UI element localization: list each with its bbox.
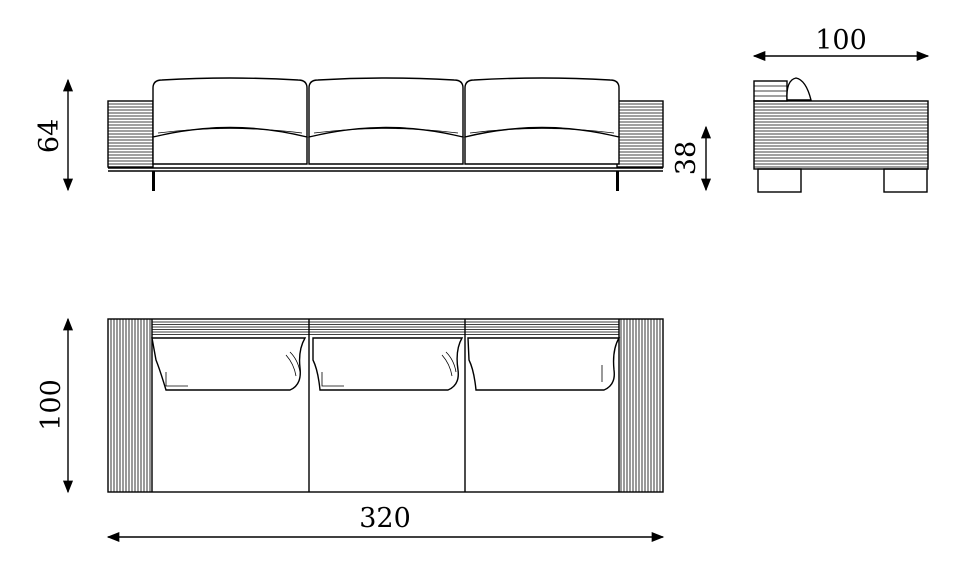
dimension-plan-depth: 100: [36, 317, 74, 494]
plan-pillows: [151, 337, 621, 391]
plan-right-arm: [620, 319, 661, 492]
plan-left-arm: [110, 319, 151, 492]
overall-width-label: 320: [359, 503, 411, 534]
front-back-cushions: [152, 77, 620, 138]
front-leg-left: [152, 171, 155, 191]
front-left-arm: [107, 100, 154, 168]
plan-depth-label: 100: [36, 379, 67, 431]
front-elevation: [107, 77, 664, 191]
side-depth-label: 100: [815, 25, 867, 56]
side-elevation: [753, 77, 929, 193]
side-foot-right: [883, 168, 928, 193]
dimension-overall-width: 320: [106, 503, 665, 543]
dimension-seat-height: 38: [671, 125, 712, 192]
plan-view: [107, 318, 664, 493]
side-pillow: [786, 77, 812, 101]
front-leg-right: [616, 171, 619, 191]
plan-back-strip: [152, 321, 619, 335]
dimension-side-depth: 100: [752, 25, 930, 62]
front-seat-cushions: [152, 126, 620, 165]
front-right-arm: [616, 100, 664, 168]
seat-height-label: 38: [671, 141, 702, 175]
dimension-front-height: 64: [34, 78, 74, 192]
side-foot-left: [757, 168, 802, 193]
front-height-label: 64: [34, 119, 65, 153]
